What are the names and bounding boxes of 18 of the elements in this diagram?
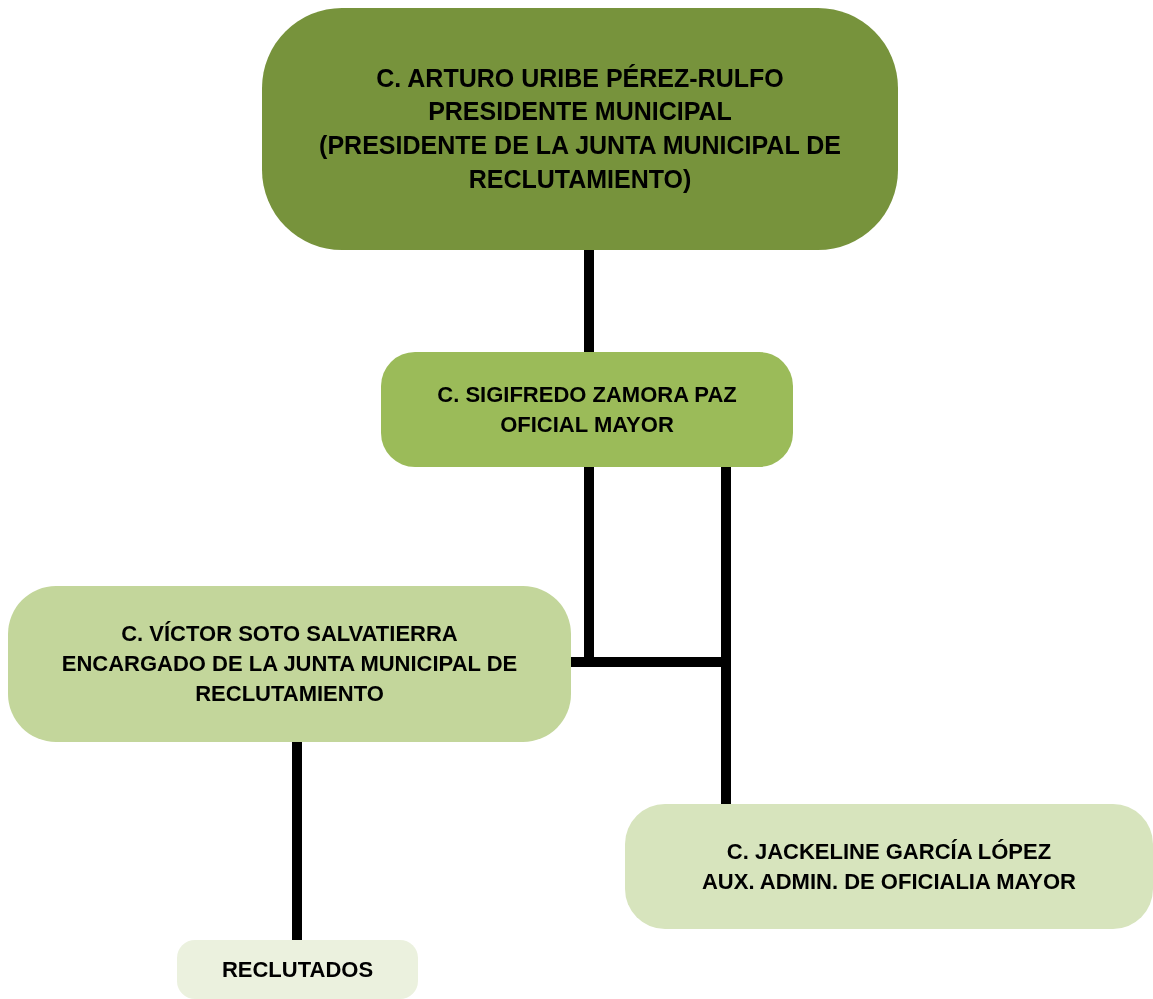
- org-box: [8, 586, 571, 742]
- box-text: C. ARTURO URIBE PÉREZ-RULFO: [375, 62, 785, 94]
- box-text: OFICIAL MAYOR: [499, 410, 675, 439]
- org-box: [381, 352, 793, 467]
- box-text: PRESIDENTE MUNICIPAL: [427, 96, 733, 128]
- org-box: [262, 8, 898, 250]
- connector-line: [584, 250, 594, 352]
- box-text: C. JACKELINE GARCÍA LÓPEZ: [725, 837, 1053, 866]
- connector-line: [292, 742, 302, 940]
- box-text: RECLUTADOS: [220, 955, 375, 984]
- box-text: (PRESIDENTE DE LA JUNTA MUNICIPAL DE RECLUTAMIENTO): [318, 130, 842, 195]
- box-text: ENCARGADO DE LA JUNTA MUNICIPAL DE RECLUTAMIENTO: [60, 650, 519, 708]
- box-text: C. SIGIFREDO ZAMORA PAZ: [436, 380, 738, 409]
- box-text: AUX. ADMIN. DE OFICIALIA MAYOR: [701, 867, 1077, 896]
- org-box: [625, 804, 1153, 929]
- org-box: [177, 940, 418, 999]
- box-text: C. VÍCTOR SOTO SALVATIERRA: [120, 620, 459, 649]
- connector-line: [571, 467, 594, 667]
